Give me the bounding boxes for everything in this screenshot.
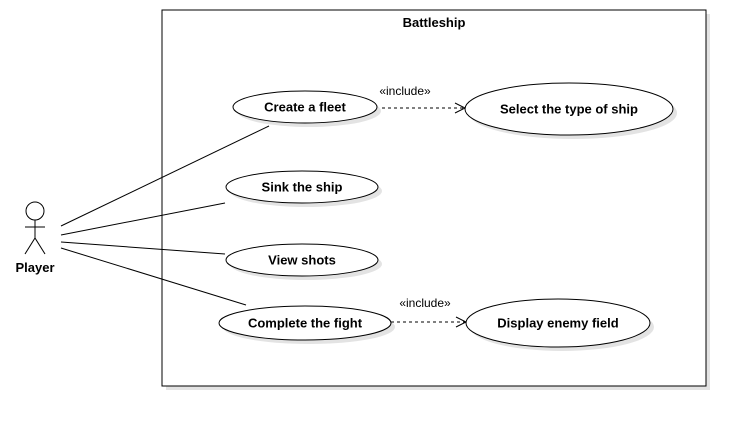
use-case-ellipse[interactable] <box>465 298 651 348</box>
association-sink-ship <box>60 202 226 236</box>
actor-label: Player <box>15 260 54 275</box>
use-case-create-fleet[interactable]: Create a fleet <box>232 90 381 127</box>
use-case-ellipse[interactable] <box>225 243 379 277</box>
use-case-sink-ship[interactable]: Sink the ship <box>225 170 382 207</box>
use-case-label: Select the type of ship <box>500 102 638 117</box>
include-dependency-1: «include» <box>376 84 467 114</box>
use-case-ellipse[interactable] <box>218 305 392 341</box>
association-create-fleet <box>60 125 270 227</box>
use-case-complete-fight[interactable]: Complete the fight <box>218 305 395 344</box>
association-complete-fight <box>60 247 247 306</box>
actor-right-leg <box>34 237 46 255</box>
use-case-ellipse[interactable] <box>225 170 379 204</box>
include-label-1: «include» <box>379 84 431 98</box>
use-case-label: Create a fleet <box>264 100 346 115</box>
associations <box>60 125 270 306</box>
use-case-select-type[interactable]: Select the type of ship <box>464 82 677 139</box>
use-case-label: Sink the ship <box>262 180 343 195</box>
actor-player[interactable]: Player <box>15 201 55 275</box>
use-case-label: View shots <box>268 253 336 268</box>
actor-head <box>25 201 45 221</box>
use-case-label: Display enemy field <box>497 316 618 331</box>
system-title: Battleship <box>403 15 466 30</box>
use-case-ellipse[interactable] <box>464 82 674 136</box>
use-case-view-shots[interactable]: View shots <box>225 243 382 280</box>
use-case-display-enemy[interactable]: Display enemy field <box>465 298 654 351</box>
include-label-2: «include» <box>399 296 451 310</box>
use-case-label: Complete the fight <box>248 316 363 331</box>
use-case-ellipse[interactable] <box>232 90 378 124</box>
association-view-shots <box>60 241 226 255</box>
actor-left-leg <box>24 237 36 255</box>
